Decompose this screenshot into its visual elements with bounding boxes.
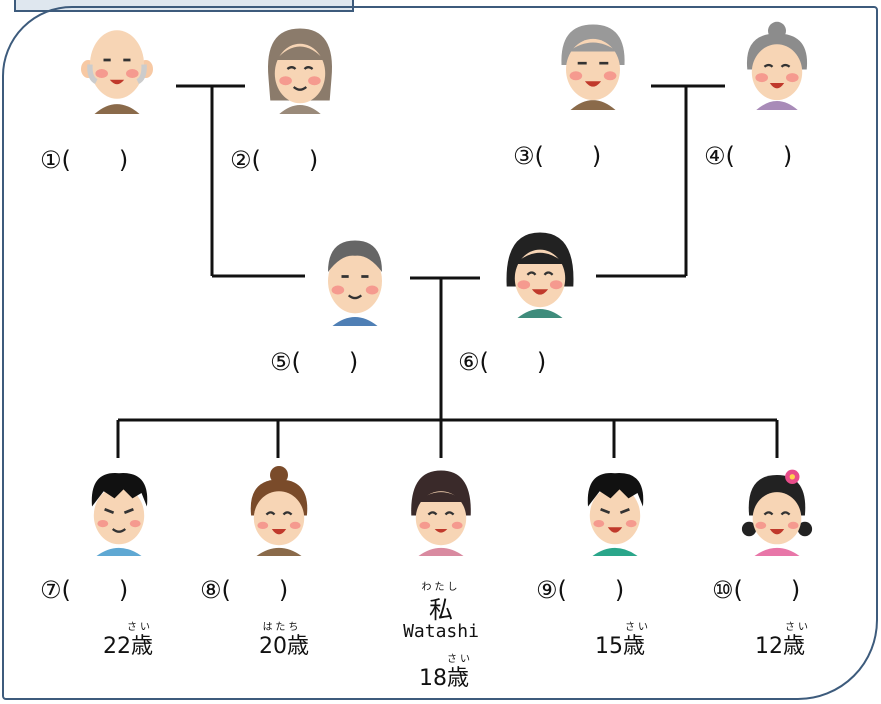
me-name: 私 — [429, 596, 453, 624]
parent-label-6: ⑥( ) — [458, 348, 547, 376]
age-ruby-9: さい — [625, 622, 651, 633]
grandfather-right-avatar — [561, 24, 625, 110]
child-label-7: ⑦( ) — [40, 576, 129, 604]
age-8: 20歳 — [259, 634, 309, 659]
age-ruby-10: さい — [785, 622, 811, 633]
child-label-10: ⑩( ) — [712, 576, 801, 604]
age-ruby-me: さい — [447, 654, 473, 665]
grandfather-left-avatar — [81, 30, 153, 114]
grandparent-label-2: ②( ) — [230, 146, 319, 174]
me-name-ruby: わたし — [421, 582, 461, 593]
mother-avatar — [506, 232, 574, 318]
age-me: 18歳 — [419, 666, 469, 691]
age-ruby-7: さい — [127, 622, 153, 633]
younger-sister-avatar — [741, 469, 813, 556]
age-7: 22歳 — [103, 634, 153, 659]
child-label-9: ⑨( ) — [536, 576, 625, 604]
me-romaji: Watashi — [403, 621, 479, 642]
age-ruby-8: はたち — [262, 622, 302, 633]
younger-brother-avatar — [587, 473, 644, 556]
father-avatar — [328, 240, 382, 326]
grandmother-left-avatar — [268, 28, 332, 114]
older-sister-avatar — [250, 466, 308, 556]
child-label-8: ⑧( ) — [200, 576, 289, 604]
parent-label-5: ⑤( ) — [270, 348, 359, 376]
age-10: 12歳 — [755, 634, 805, 659]
older-brother-avatar — [91, 473, 148, 556]
grandparent-label-1: ①( ) — [40, 146, 129, 174]
grandparent-label-3: ③( ) — [513, 142, 602, 170]
grandmother-right-avatar — [746, 21, 808, 110]
me-avatar — [411, 470, 471, 556]
diagram-frame — [2, 6, 878, 700]
age-9: 15歳 — [595, 634, 645, 659]
grandparent-label-4: ④( ) — [704, 142, 793, 170]
